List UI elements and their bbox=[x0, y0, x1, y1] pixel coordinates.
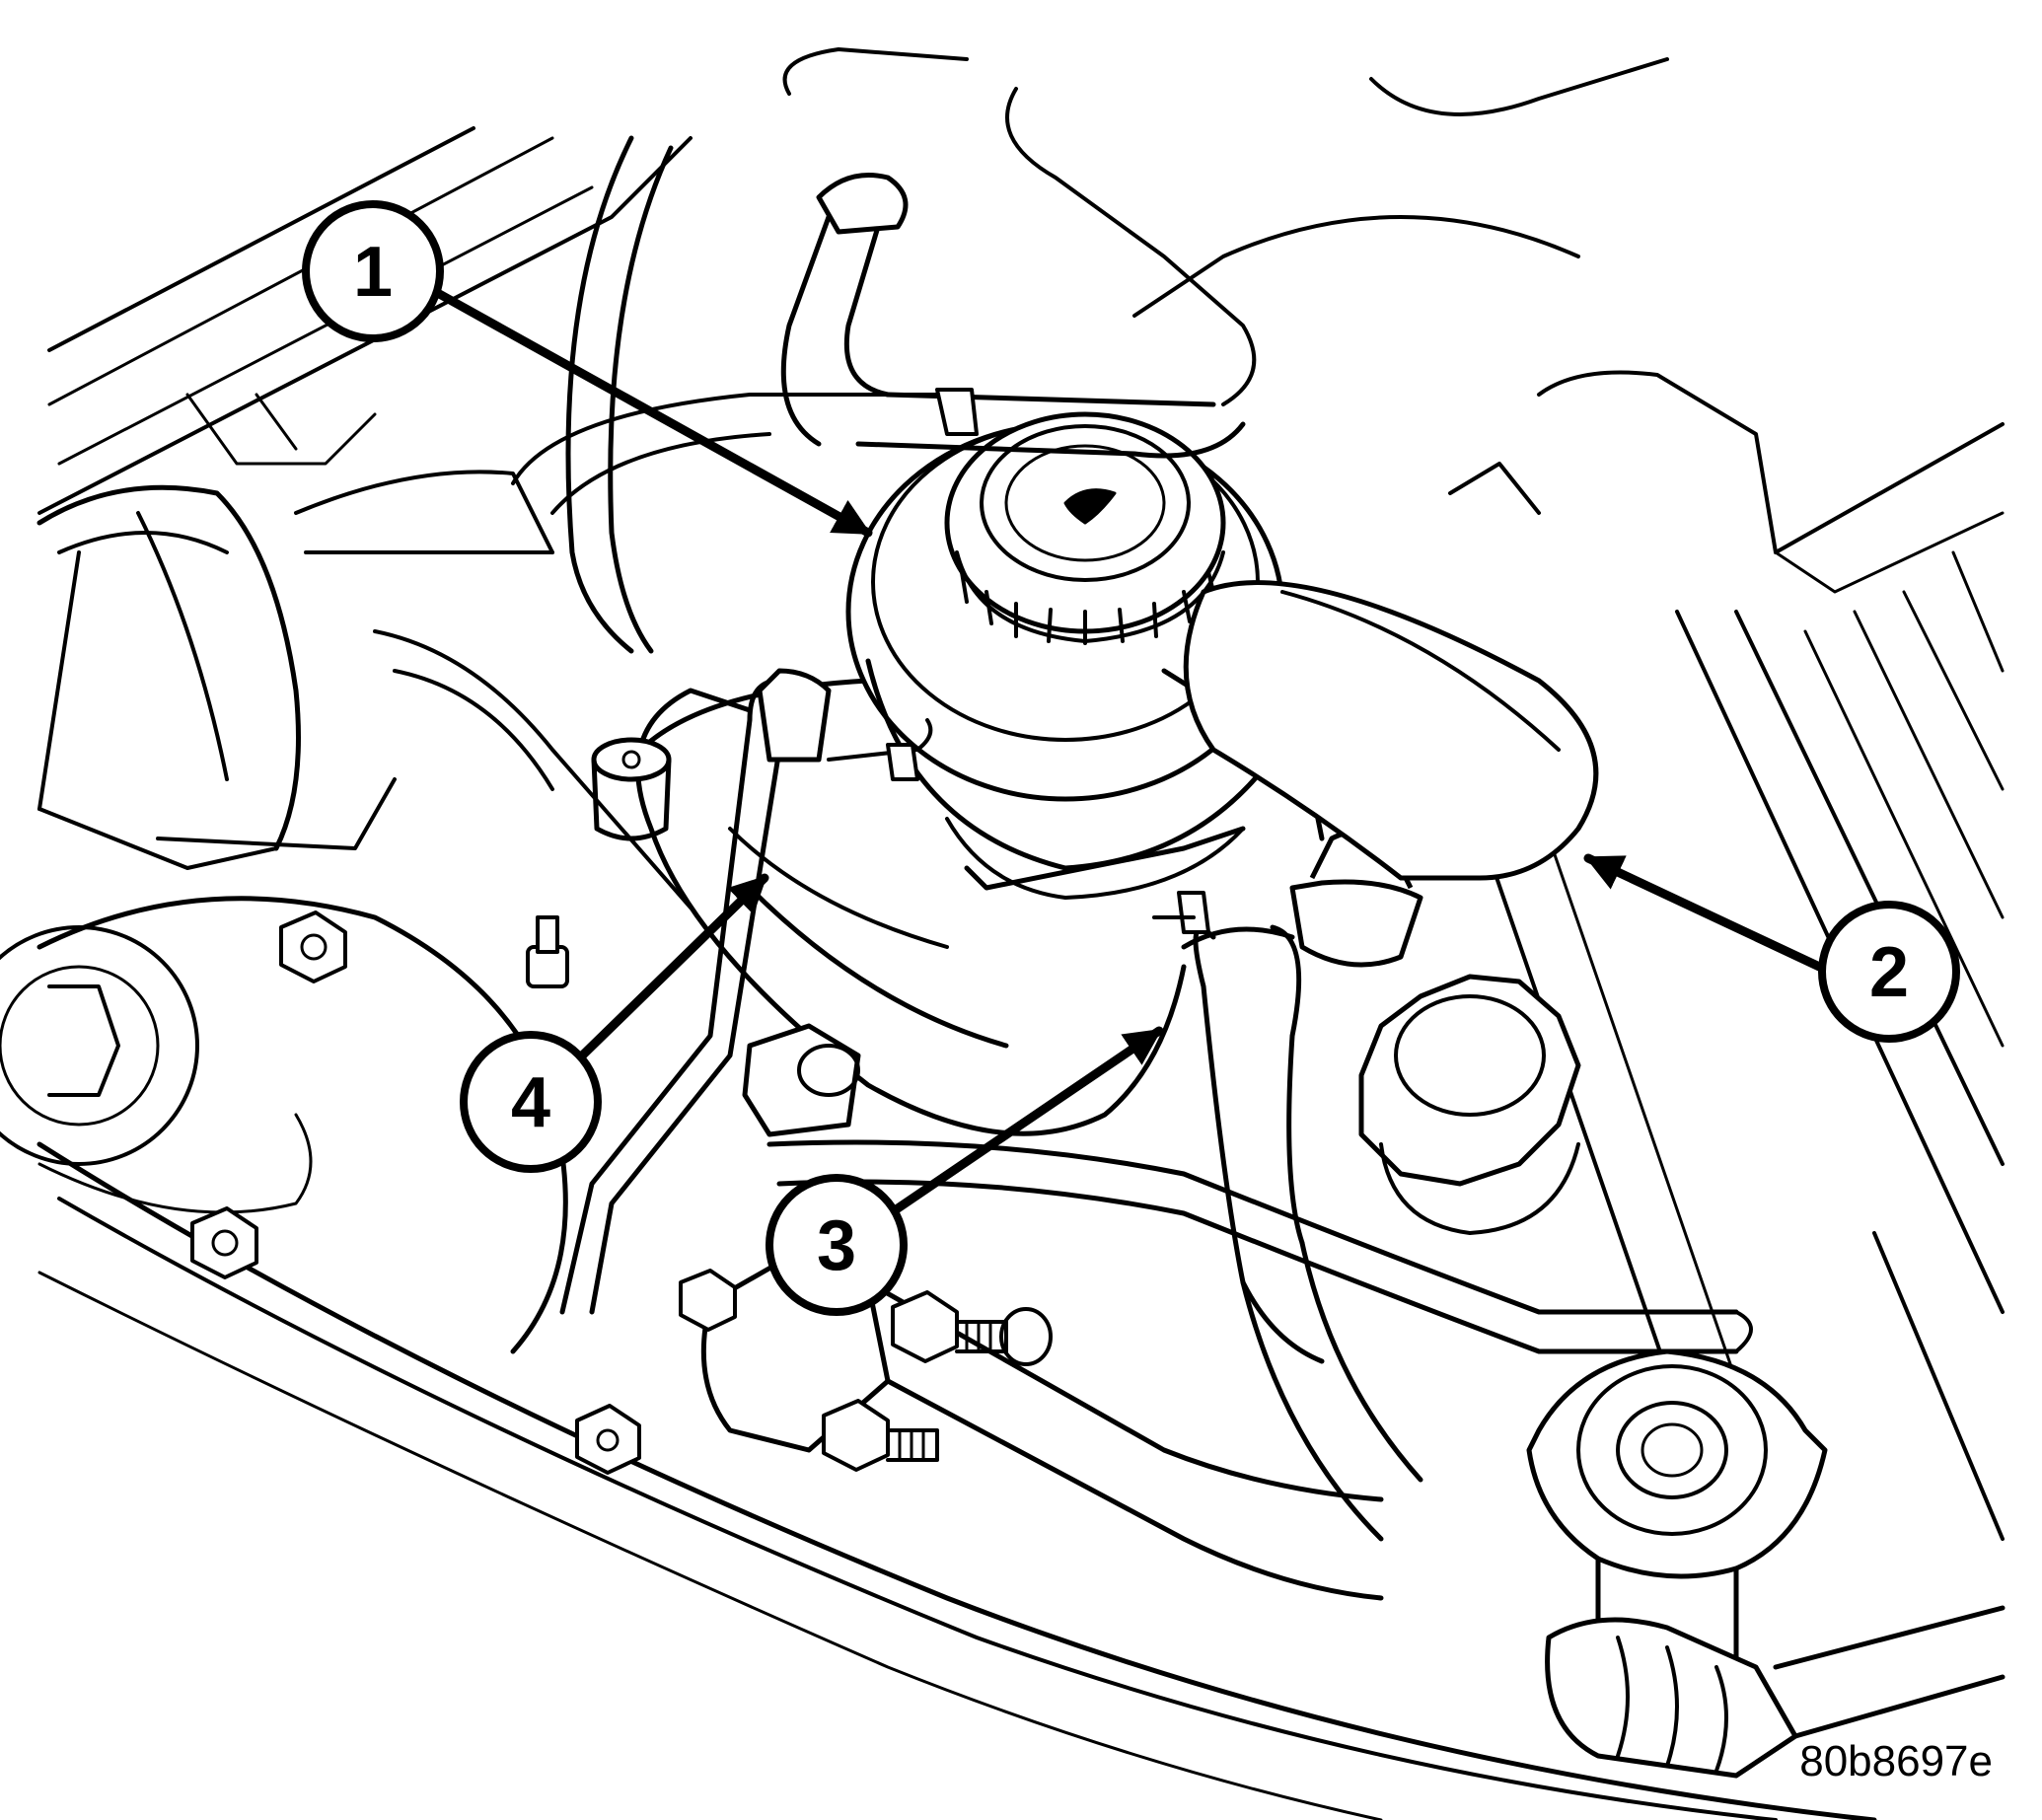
callout-1-label: 1 bbox=[353, 233, 393, 312]
callout-4: 4 bbox=[460, 1031, 602, 1173]
callout-1: 1 bbox=[302, 200, 444, 342]
arrow-1 bbox=[429, 286, 873, 538]
bolt-b bbox=[822, 1399, 939, 1472]
bleed-fitting bbox=[591, 737, 672, 841]
radiator-cap bbox=[1526, 1348, 1828, 1660]
nut-1 bbox=[279, 910, 347, 983]
nut-2 bbox=[190, 1206, 258, 1279]
arrow-2 bbox=[1583, 853, 1835, 977]
callout-3: 3 bbox=[766, 1174, 908, 1316]
arrow-4 bbox=[567, 873, 769, 1070]
callout-4-label: 4 bbox=[511, 1063, 550, 1142]
stud-1 bbox=[526, 915, 569, 988]
bolt-c bbox=[575, 1404, 641, 1475]
arrow-3 bbox=[893, 1026, 1164, 1213]
figure-reference-code: 80b8697e bbox=[1799, 1737, 1993, 1785]
callout-2-label: 2 bbox=[1869, 933, 1909, 1012]
callout-3-label: 3 bbox=[817, 1206, 856, 1285]
bolt-a bbox=[891, 1290, 1053, 1366]
callout-arrows bbox=[429, 286, 1835, 1213]
callout-2: 2 bbox=[1818, 901, 1960, 1043]
line-art bbox=[0, 47, 2006, 1820]
bolt-d bbox=[679, 1269, 737, 1332]
